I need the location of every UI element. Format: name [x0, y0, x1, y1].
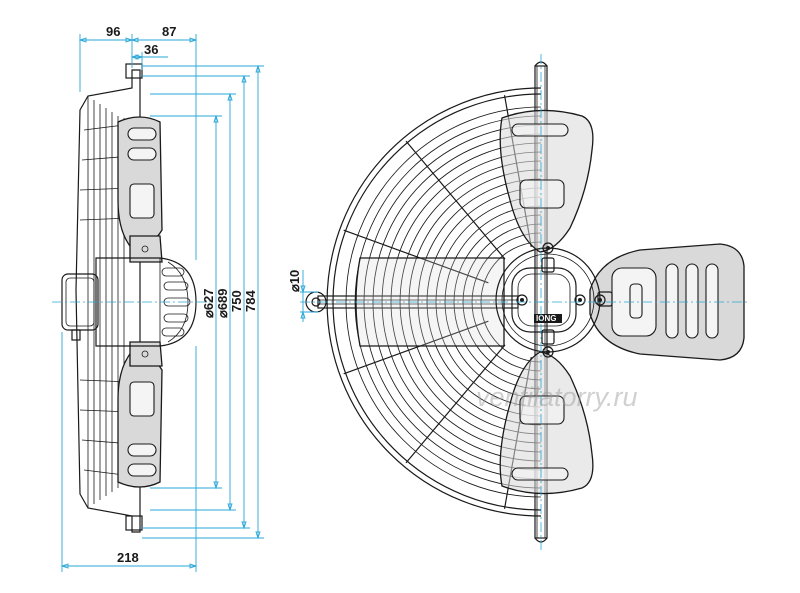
- grille-ring: [435, 196, 542, 408]
- dim-36: 36: [144, 42, 158, 57]
- dim-218: 218: [117, 550, 139, 565]
- grille-spoke: [405, 140, 506, 260]
- dim-750: 750: [229, 290, 244, 312]
- hole-dimension: ⌀10: [287, 270, 318, 322]
- badge-text: IONG: [536, 314, 556, 323]
- side-motor-rotor: [95, 257, 197, 347]
- grille-ring: [363, 124, 542, 480]
- dim-627: ⌀627: [201, 288, 216, 318]
- grille-ring: [399, 160, 542, 444]
- grille-spoke: [405, 344, 506, 464]
- watermark: ventilatorry.ru: [476, 382, 638, 412]
- side-grille-wires: [79, 123, 133, 477]
- motor-fins: [161, 267, 191, 337]
- front-logo-badge: [534, 314, 562, 323]
- grille-ring: [345, 106, 542, 498]
- grille-spoke: [343, 229, 489, 284]
- dim-96: 96: [106, 24, 120, 39]
- front-view: IONG: [300, 54, 750, 550]
- side-dimensions: 96 87 36 218 ⌀627: [60, 24, 264, 572]
- grille-spoke: [343, 320, 489, 375]
- dim-784: 784: [243, 290, 258, 312]
- side-view: [52, 63, 210, 533]
- dim-689: ⌀689: [215, 288, 230, 318]
- dim-87: 87: [162, 24, 176, 39]
- dim-hole-10: ⌀10: [287, 270, 302, 292]
- front-motor-hub: IONG: [495, 242, 613, 358]
